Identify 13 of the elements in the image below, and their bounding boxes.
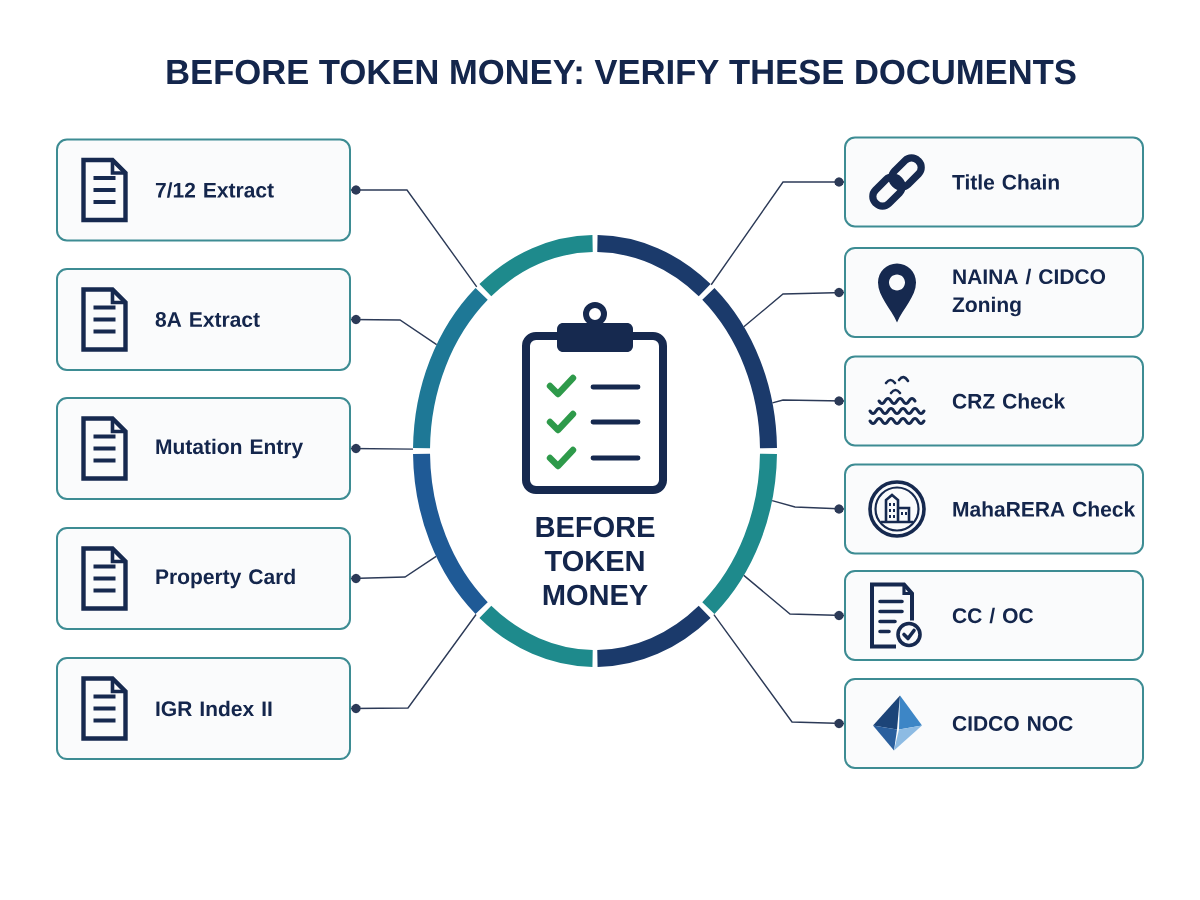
document-box: 8A Extract <box>56 268 351 371</box>
document-box: CIDCO NOC <box>844 678 1144 769</box>
document-box: IGR Index II <box>56 657 351 760</box>
title: BEFORE TOKEN MONEY: VERIFY THESE DOCUMENTS <box>167 59 1076 85</box>
center-ring: BEFORE TOKEN MONEY <box>413 235 777 667</box>
document-box: CRZ Check <box>844 355 1144 447</box>
document-box: Mutation Entry <box>56 397 351 500</box>
document-box: Property Card <box>56 527 351 630</box>
document-box: MahaRERA Check <box>844 463 1144 555</box>
document-box: Title Chain <box>844 136 1144 228</box>
document-box: CC / OC <box>844 570 1144 661</box>
document-box: 7/12 Extract <box>56 138 351 242</box>
document-box: NAINA / CIDCO Zoning <box>844 247 1144 338</box>
